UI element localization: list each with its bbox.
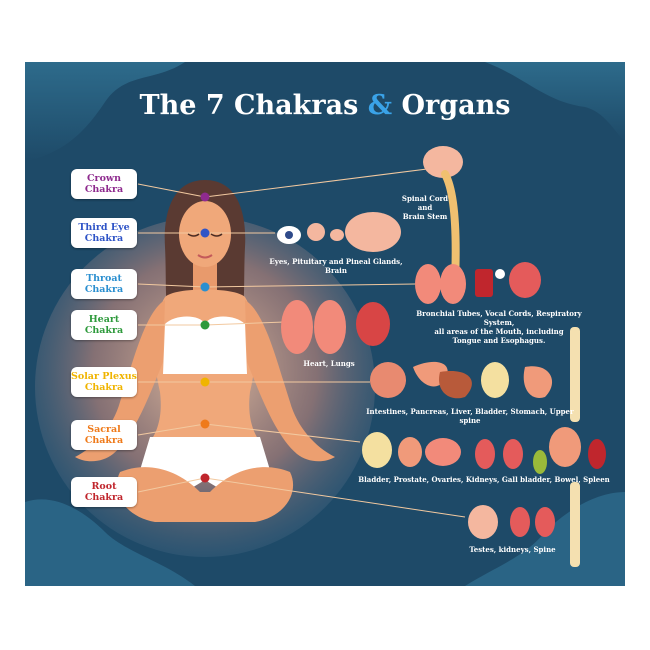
eye-left: [187, 233, 200, 237]
eye-right: [210, 233, 223, 237]
label-crown-chakra: Crown Chakra: [71, 169, 137, 199]
chakra-dot-heart: [200, 320, 210, 330]
caption-throat-organs: Bronchial Tubes, Vocal Cords, Respirator…: [416, 309, 582, 345]
caption-spinal-cord: Spinal Cord and Brain Stem: [401, 194, 449, 221]
cloud-bottom-right: [465, 492, 625, 586]
label-crown-text: Crown Chakra: [84, 173, 124, 195]
label-throat-chakra: Throat Chakra: [71, 269, 137, 299]
cloud-top-right: [485, 62, 625, 142]
chakra-dot-solar: [200, 377, 210, 387]
cloud-bottom-left: [25, 499, 195, 586]
chakra-dot-crown: [200, 192, 210, 202]
label-solar-plexus-chakra: Solar Plexus Chakra: [71, 367, 137, 397]
organ-throat: [415, 262, 541, 304]
organ-root: [468, 482, 580, 567]
caption-heart-organs: Heart, Lungs: [303, 359, 355, 368]
arm-right: [245, 300, 335, 462]
organ-heart-lungs: [281, 300, 390, 354]
caption-root-organs: Testes, kidneys, Spine: [469, 545, 556, 554]
label-root-text: Root Chakra: [84, 481, 124, 503]
bra: [163, 316, 247, 374]
page-title: The 7 Chakras & Organs: [25, 90, 625, 121]
chakra-dot-root: [200, 473, 210, 483]
lips: [197, 254, 213, 259]
label-solar-text: Solar Plexus Chakra: [71, 371, 137, 393]
organ-sacral: [362, 427, 606, 474]
label-third-eye-text: Third Eye Chakra: [78, 222, 130, 244]
label-heart-chakra: Heart Chakra: [71, 310, 137, 340]
organ-solar: [370, 327, 580, 422]
label-sacral-text: Sacral Chakra: [84, 424, 124, 446]
label-third-eye-chakra: Third Eye Chakra: [71, 218, 137, 248]
label-heart-text: Heart Chakra: [84, 314, 124, 336]
title-ampersand: &: [367, 90, 393, 121]
title-tail: Organs: [392, 90, 511, 121]
caption-third-eye-organs: Eyes, Pituitary and Pineal Glands, Brain: [269, 257, 403, 275]
caption-sacral-organs: Bladder, Prostate, Ovaries, Kidneys, Gal…: [358, 475, 610, 484]
illustration: [25, 62, 625, 586]
chakra-dot-sacral: [200, 419, 210, 429]
label-root-chakra: Root Chakra: [71, 477, 137, 507]
title-main: The 7 Chakras: [139, 90, 368, 121]
chakra-poster: The 7 Chakras & Organs Crown Chakra Thir…: [25, 62, 625, 586]
caption-solar-organs: Intestines, Pancreas, Liver, Bladder, St…: [366, 407, 574, 425]
chakra-dot-throat: [200, 282, 210, 292]
chakra-dot-third-eye: [200, 228, 210, 238]
cloud-top-left: [25, 62, 185, 162]
label-throat-text: Throat Chakra: [84, 273, 124, 295]
legs: [116, 467, 294, 522]
arm-left: [75, 300, 165, 462]
organ-eye-brain: [277, 212, 401, 252]
label-sacral-chakra: Sacral Chakra: [71, 420, 137, 450]
